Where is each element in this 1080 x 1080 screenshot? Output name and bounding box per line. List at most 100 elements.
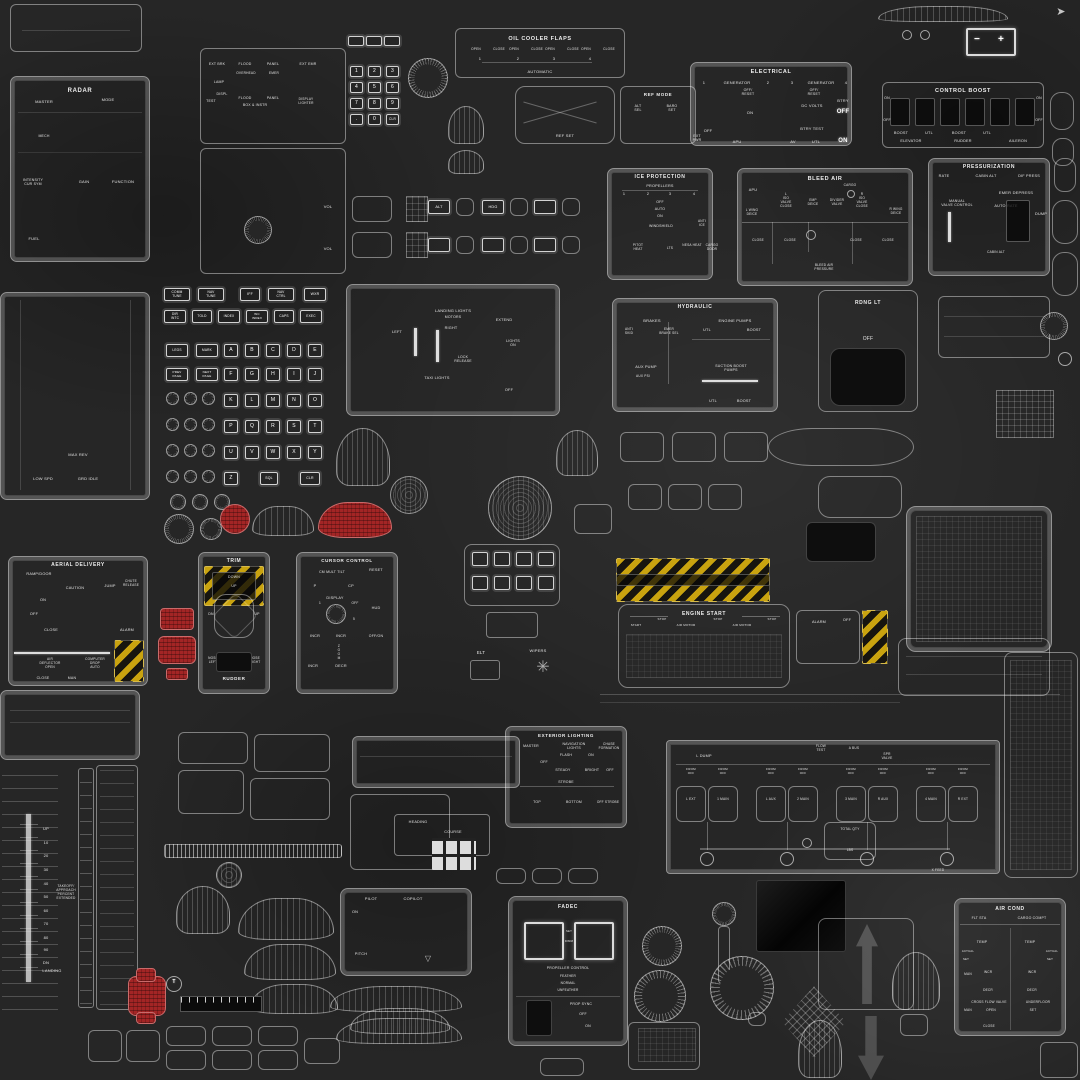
label: NOSE RIGHT <box>249 656 261 664</box>
label: 1 <box>702 80 706 85</box>
wline <box>948 212 951 242</box>
label: CHUTE RELEASE <box>122 579 140 587</box>
label: STEADY <box>555 768 571 772</box>
label: LBS <box>846 848 854 852</box>
knob <box>202 470 215 483</box>
circ <box>847 190 855 198</box>
box <box>470 660 500 680</box>
label: FROM OFF <box>878 767 888 775</box>
label: ON <box>884 96 890 100</box>
label: CHASE FORMATION <box>598 742 620 750</box>
label: EMER DEPRESS <box>998 190 1034 195</box>
label: FROM OFF <box>766 767 776 775</box>
line <box>18 112 142 113</box>
label: UTL <box>811 139 821 144</box>
label: ACTUAL <box>961 949 975 953</box>
switch-block <box>464 544 560 606</box>
label: FEATHER <box>559 974 577 978</box>
label: VOL <box>323 246 333 251</box>
label: DIMM <box>564 939 574 943</box>
label: MANUAL VALVE CONTROL <box>941 199 973 208</box>
ladder <box>80 772 92 1004</box>
label: LANDING <box>42 968 62 973</box>
ref-mode-panel <box>620 86 696 144</box>
key: B <box>245 344 259 357</box>
knob <box>202 392 215 405</box>
label: PROPELLER CONTROL <box>546 966 590 970</box>
title: AIR COND <box>995 906 1025 912</box>
title: PRESSURIZATION <box>962 164 1016 170</box>
label: CLOSE <box>752 238 764 242</box>
label: BOOST <box>893 131 909 135</box>
lighting-panel <box>200 48 346 144</box>
label: 90 <box>43 947 49 952</box>
line <box>22 30 130 31</box>
label: CARGO DOOR <box>705 243 719 251</box>
glossy-screen <box>756 880 846 952</box>
line <box>360 756 512 757</box>
label: RIGHT <box>444 326 458 330</box>
label: R WING DEICE <box>889 207 903 215</box>
key: NAV TUNE <box>198 288 224 301</box>
label: CLOSE <box>36 676 50 680</box>
label: NOSE LEFT <box>208 656 218 664</box>
fuel-panel <box>666 740 1000 874</box>
label: NAVIGATION LIGHTS <box>562 742 586 751</box>
key: 7 <box>350 98 363 109</box>
slot <box>940 98 960 126</box>
label: SET <box>1029 1008 1037 1012</box>
label: WIPERS <box>529 648 547 653</box>
label: 3 <box>552 56 556 61</box>
label: OFF <box>883 118 891 122</box>
mesh <box>638 1028 696 1062</box>
box <box>532 868 562 884</box>
box <box>724 432 768 462</box>
knob <box>184 444 197 457</box>
knob <box>166 418 179 431</box>
landing-panel <box>346 284 560 416</box>
key <box>534 200 556 214</box>
key: LEGS <box>166 344 188 357</box>
label: OFF <box>836 109 850 115</box>
box <box>818 476 902 518</box>
label: TEMP <box>976 940 988 944</box>
label: LANDING LIGHTS <box>434 308 472 313</box>
line <box>692 339 770 340</box>
label: + <box>997 34 1005 45</box>
label: 4 <box>588 56 592 61</box>
mesh <box>406 232 428 258</box>
label: A BUS <box>848 746 860 750</box>
key <box>482 238 504 252</box>
box <box>166 1050 206 1070</box>
t-button <box>166 976 182 992</box>
line <box>516 996 620 997</box>
label: DIVIDER VALVE <box>829 198 845 206</box>
line <box>630 616 668 617</box>
audio-panel <box>200 148 346 274</box>
label: FROM OFF <box>686 767 696 775</box>
label: EXT BRK <box>208 62 226 66</box>
line <box>906 674 1042 675</box>
label: LEFT <box>391 330 403 334</box>
title: CURSOR CONTROL <box>321 558 373 563</box>
circ <box>940 852 954 866</box>
circ <box>802 838 812 848</box>
key: S <box>287 420 301 433</box>
box <box>900 1014 928 1036</box>
label: ALARM <box>119 628 135 632</box>
label: PROPELLERS <box>646 184 674 188</box>
air-cond-panel <box>954 898 1066 1036</box>
label: MAN <box>964 1008 972 1012</box>
box <box>562 198 580 216</box>
label: MAN <box>964 972 972 976</box>
label: EMER BRAKE SEL <box>659 327 679 335</box>
knob <box>202 418 215 431</box>
label: CLOSE <box>850 238 862 242</box>
line <box>18 152 142 153</box>
line <box>742 222 908 223</box>
title: ICE PROTECTION <box>634 174 686 180</box>
label: UP <box>43 826 49 831</box>
trim-panel <box>198 552 270 694</box>
key: EXEC <box>300 310 322 323</box>
label: OFF/ON <box>368 634 384 638</box>
